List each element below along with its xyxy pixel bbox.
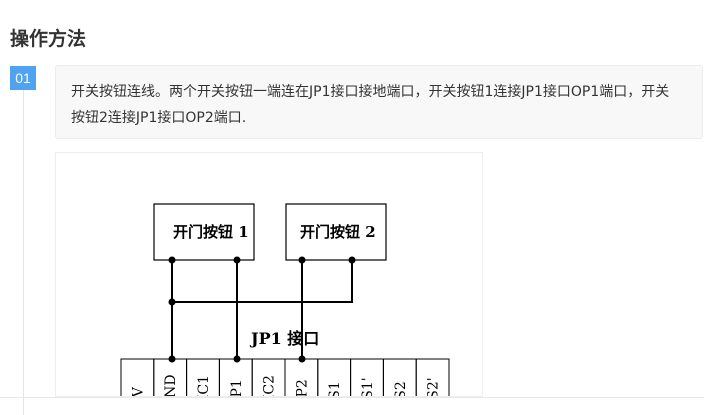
terminal-label: OP1 (229, 379, 245, 397)
terminal-block: +V GND MC1 OP1 MC2 OP2 LS1 LS1' LS2 LS2' (120, 358, 450, 397)
terminal-label: GND (163, 374, 179, 397)
wires (171, 260, 353, 359)
divider (0, 397, 704, 398)
terminal-label: MC2 (262, 375, 278, 397)
terminal-cell (415, 358, 450, 396)
terminal-label: LS1 (327, 381, 343, 397)
section-title: 操作方法 (10, 28, 87, 50)
terminal-label: LS1' (360, 377, 376, 397)
step-number-badge: 01 (10, 66, 36, 90)
wiring-diagram-image: 开门按钮 1 开门按钮 2 JP1 接口 +V GND MC1 OP1 MC2 OP2 LS… (55, 152, 483, 397)
connector-label: JP1 接口 (249, 329, 319, 348)
terminal-label: LS2 (393, 381, 409, 397)
button2-label: 开门按钮 2 (300, 223, 376, 241)
terminal-label: LS2' (426, 377, 442, 397)
button2-box (285, 203, 387, 261)
wiring-diagram: 开门按钮 1 开门按钮 2 JP1 接口 +V GND MC1 OP1 MC2 OP2 LS… (120, 203, 450, 397)
junction-dots (168, 256, 356, 363)
step-timeline-line (23, 90, 24, 415)
button1-label: 开门按钮 1 (173, 223, 249, 241)
terminal-label: +V (130, 386, 146, 397)
terminal-label: MC1 (196, 375, 212, 397)
terminal-label: OP2 (294, 379, 310, 397)
step-description: 开关按钮连线。两个开关按钮一端连在JP1接口接地端口，开关按钮1连接JP1接口O… (71, 84, 670, 126)
button1-box (153, 203, 255, 261)
step-description-box: 开关按钮连线。两个开关按钮一端连在JP1接口接地端口，开关按钮1连接JP1接口O… (55, 65, 703, 139)
